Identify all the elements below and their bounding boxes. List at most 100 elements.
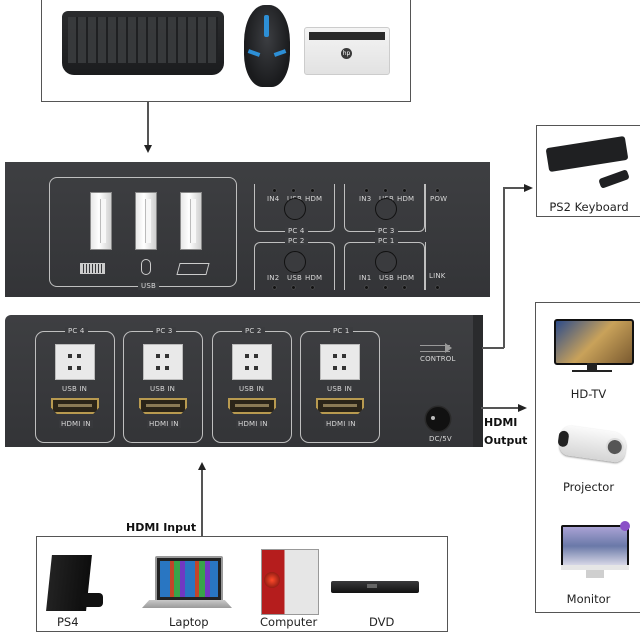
led-in1 <box>365 286 368 289</box>
hdmi-in-port[interactable] <box>139 398 187 414</box>
control-port[interactable] <box>420 345 450 352</box>
usb-b-port[interactable] <box>320 344 360 380</box>
usb-b-port[interactable] <box>143 344 183 380</box>
hdmi-in-label: HDMI IN <box>59 420 93 428</box>
input-device-label: PS4 <box>57 615 79 629</box>
hdmi-in-label: HDMI IN <box>236 420 270 428</box>
led-link <box>436 286 439 289</box>
ps2-keyboard-label: PS2 Keyboard <box>549 200 629 214</box>
kvm-front-panel: USB PC 4 IN4 USB HDM PC 3 IN3 USB HDM PC… <box>5 162 490 297</box>
pc4-select-button[interactable] <box>284 198 306 220</box>
input-device-label: Laptop <box>169 615 209 629</box>
led-hdm <box>403 286 406 289</box>
usb-in-label: USB IN <box>150 385 176 393</box>
led-power <box>436 189 439 192</box>
led-label: HDM <box>397 274 415 282</box>
ps2-keyboard-image <box>545 135 629 173</box>
connector-line <box>201 470 203 537</box>
rear-port-group-title: PC 3 <box>153 327 176 335</box>
usb-peripherals-box: hp <box>41 0 411 102</box>
hdmi-in-label: HDMI IN <box>324 420 358 428</box>
keyboard-image <box>62 11 224 75</box>
laptop-base <box>142 600 232 608</box>
led-usb <box>384 286 387 289</box>
hdmi-in-label: HDMI IN <box>147 420 181 428</box>
pc1-select-button[interactable] <box>375 251 397 273</box>
monitor-stand <box>586 570 604 578</box>
output-device-label: Monitor <box>566 592 611 606</box>
hdmi-in-port[interactable] <box>51 398 99 414</box>
keyboard-icon <box>80 263 105 274</box>
rear-port-group-title: PC 4 <box>65 327 88 335</box>
projector-image <box>557 424 628 464</box>
output-device-label: HD-TV <box>570 387 607 401</box>
led-usb <box>292 286 295 289</box>
usb-port-keyboard[interactable] <box>90 192 112 250</box>
monitor-chin <box>561 565 629 570</box>
led-label: IN1 <box>359 274 372 282</box>
hdmi-in-port[interactable] <box>316 398 364 414</box>
tv-base <box>572 370 612 372</box>
control-arrow-icon <box>445 343 452 353</box>
usb-b-port[interactable] <box>55 344 95 380</box>
pc3-select-button[interactable] <box>375 198 397 220</box>
led-in3 <box>365 189 368 192</box>
usb-port-mouse[interactable] <box>135 192 157 250</box>
computer-tower-image <box>261 549 319 615</box>
hp-logo-icon: hp <box>341 48 352 59</box>
usb-b-port[interactable] <box>232 344 272 380</box>
connector-line <box>482 347 504 349</box>
usb-dongle-image <box>598 169 630 189</box>
hd-badge-icon <box>620 521 630 531</box>
arrow-up-icon <box>198 462 206 470</box>
dc-power-jack[interactable] <box>426 407 450 431</box>
pc4-label: PC 4 <box>285 227 308 235</box>
led-hdm <box>403 189 406 192</box>
arrow-right-icon <box>524 184 533 192</box>
kvm-rear-panel: PC 4 USB IN HDMI IN PC 3 USB IN HDMI IN PC 2 US… <box>5 315 480 447</box>
rear-port-group-title: PC 2 <box>242 327 265 335</box>
led-label: IN2 <box>267 274 280 282</box>
power-label: POW <box>430 195 448 203</box>
monitor-image <box>561 525 629 567</box>
dc-label: DC/5V <box>429 435 452 443</box>
usb-in-label: USB IN <box>62 385 88 393</box>
arrow-down-icon <box>144 145 152 153</box>
connector-line <box>503 187 525 189</box>
usb-port-printer[interactable] <box>180 192 202 250</box>
pc2-select-button[interactable] <box>284 251 306 273</box>
led-label: USB <box>379 274 394 282</box>
controller-image <box>81 593 103 607</box>
pc1-label: PC 1 <box>375 237 398 245</box>
usb-in-label: USB IN <box>239 385 265 393</box>
led-in4 <box>273 189 276 192</box>
laptop-image <box>155 556 223 602</box>
divider <box>425 242 426 290</box>
input-device-label: Computer <box>260 615 318 629</box>
led-label: IN4 <box>267 195 280 203</box>
rear-port-group-title: PC 1 <box>330 327 353 335</box>
connector-line <box>147 102 149 147</box>
hdmi-output-heading-line2: Output <box>484 434 528 447</box>
pc2-label: PC 2 <box>285 237 308 245</box>
printer-image: hp <box>304 27 390 75</box>
panel-edge <box>473 315 483 447</box>
hdmi-in-port[interactable] <box>228 398 276 414</box>
hdmi-output-devices-box: HD-TV Projector Monitor <box>535 302 640 613</box>
led-hdm <box>311 286 314 289</box>
led-usb <box>384 189 387 192</box>
divider <box>425 184 426 232</box>
hdmi-input-devices-box: PS4 Laptop Computer DVD <box>36 536 448 632</box>
pc3-label: PC 3 <box>375 227 398 235</box>
mouse-icon <box>141 259 151 275</box>
hdmi-output-heading-line1: HDMI <box>484 416 518 429</box>
hdmi-input-heading: HDMI Input <box>126 521 197 534</box>
control-label: CONTROL <box>420 355 456 363</box>
usb-in-label: USB IN <box>327 385 353 393</box>
led-label: USB <box>287 274 302 282</box>
connector-line <box>503 187 505 348</box>
link-label: LINK <box>429 272 446 280</box>
input-device-label: DVD <box>369 615 395 629</box>
ps2-keyboard-box: PS2 Keyboard <box>536 125 640 217</box>
tv-stand <box>587 363 597 371</box>
